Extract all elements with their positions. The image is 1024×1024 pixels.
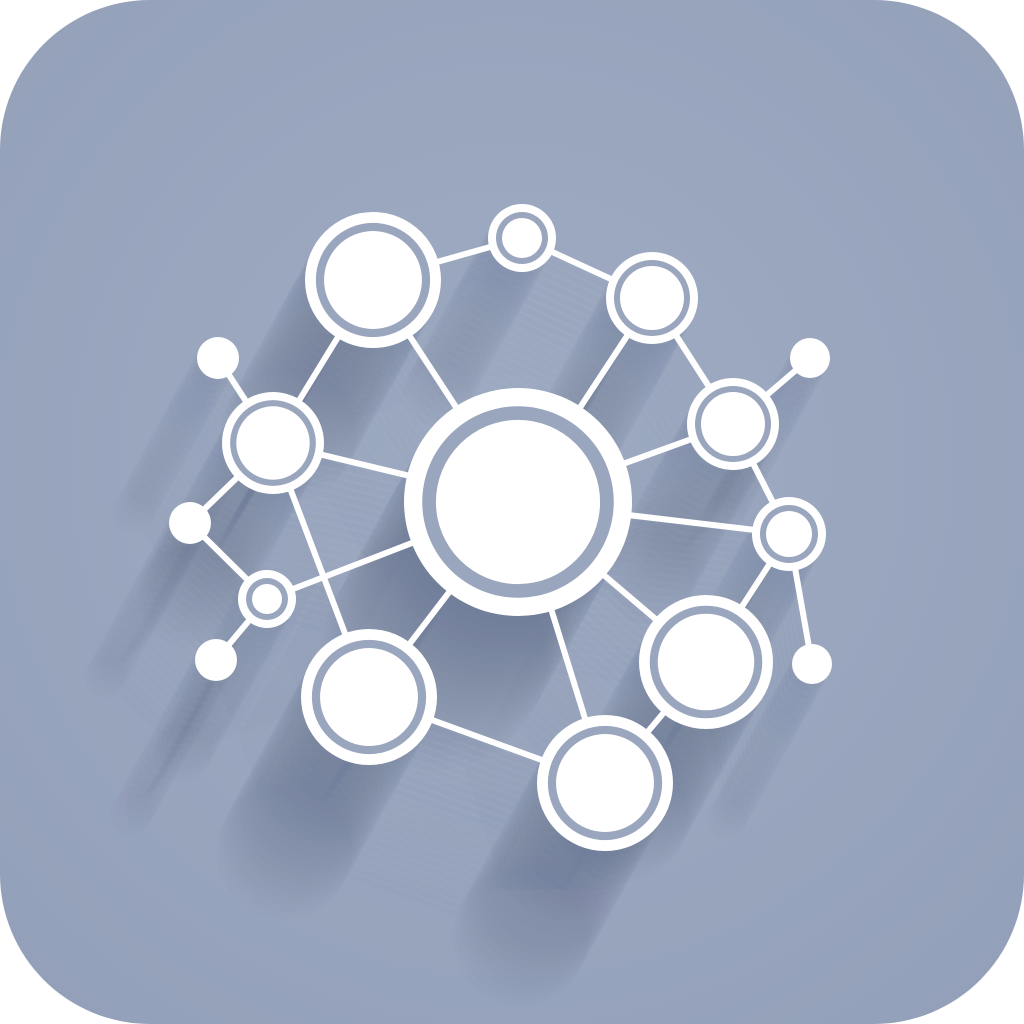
node-dot xyxy=(790,338,830,378)
node-core xyxy=(766,511,812,557)
graph-leaf-node xyxy=(792,644,832,684)
graph-leaf-node xyxy=(169,502,211,544)
graph-nodes xyxy=(169,204,832,851)
node-dot xyxy=(792,644,832,684)
graph-leaf-node xyxy=(197,337,239,379)
node-core xyxy=(701,392,765,456)
graph-leaf-node xyxy=(790,338,830,378)
node-core xyxy=(657,613,755,711)
graph-node xyxy=(537,715,673,851)
node-core xyxy=(320,648,418,746)
graph-node xyxy=(305,212,441,348)
graph-node xyxy=(639,595,773,729)
node-core xyxy=(252,584,282,614)
node-dot xyxy=(169,502,211,544)
node-core xyxy=(435,419,601,585)
node-dot xyxy=(195,639,237,681)
node-core xyxy=(620,266,684,330)
graph-node xyxy=(687,378,779,470)
graph-node xyxy=(222,392,324,494)
node-core xyxy=(502,218,542,258)
graph-node xyxy=(488,204,556,272)
graph-leaf-node xyxy=(195,639,237,681)
graph-node xyxy=(606,252,698,344)
node-core xyxy=(324,231,422,329)
graph-hub-node xyxy=(404,388,632,616)
graph-node xyxy=(301,629,437,765)
node-core xyxy=(236,406,310,480)
graph-node xyxy=(752,497,826,571)
node-core xyxy=(556,734,654,832)
graph-node xyxy=(238,570,296,628)
node-dot xyxy=(197,337,239,379)
